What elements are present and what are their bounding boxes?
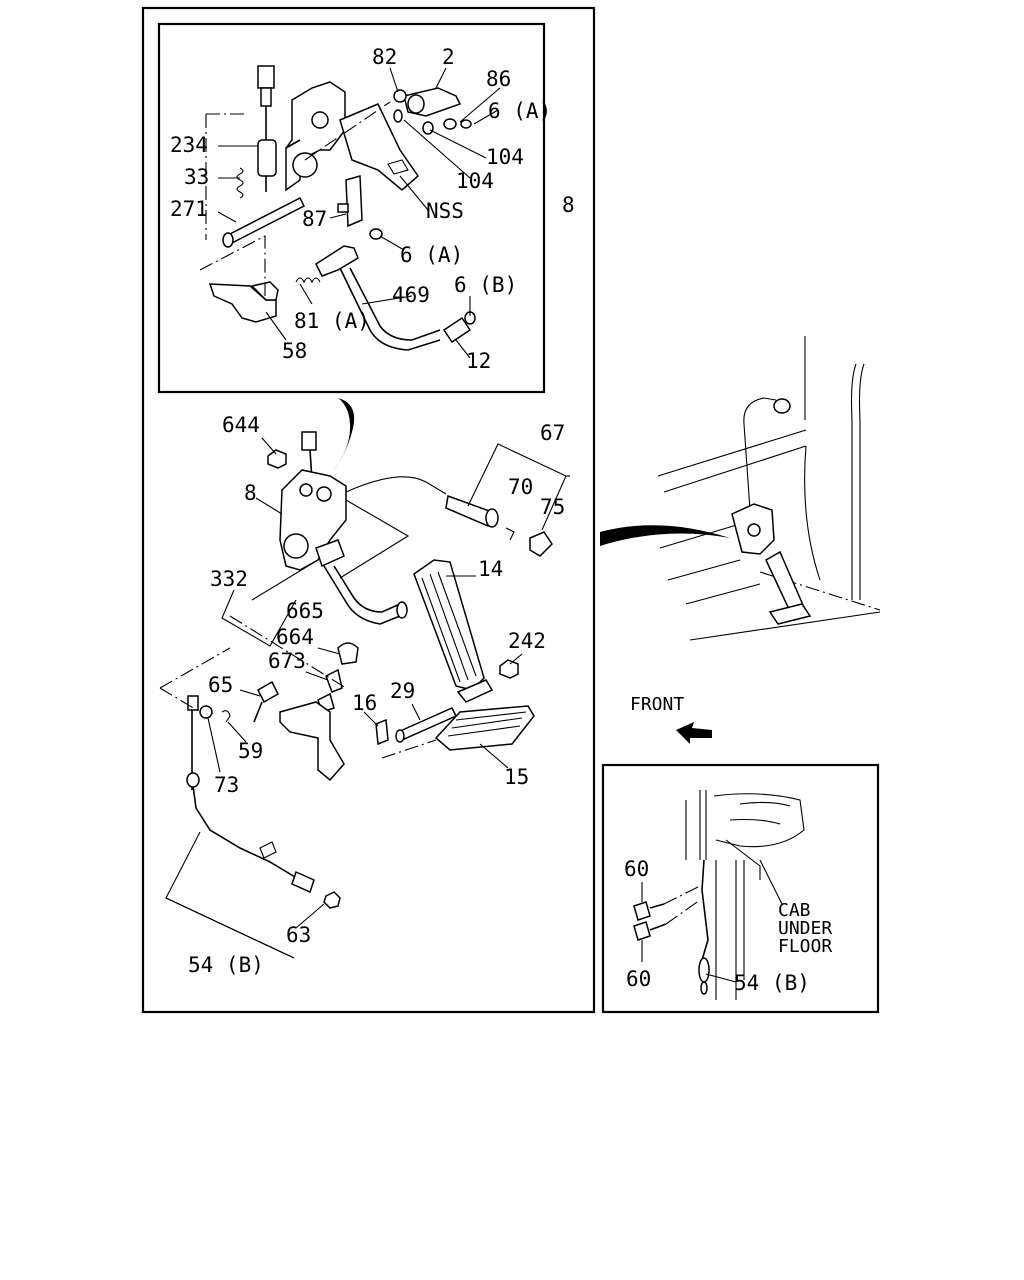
label-469: 469: [392, 283, 430, 307]
label-271: 271: [170, 197, 208, 221]
label-60-a: 60: [624, 857, 649, 881]
label-58: 58: [282, 339, 307, 363]
main-leaders: [165, 437, 570, 959]
label-332: 332: [210, 567, 248, 591]
label-234: 234: [170, 133, 208, 157]
label-8-main: 8: [244, 481, 257, 505]
label-29: 29: [390, 679, 415, 703]
arrow-left-down-icon: [676, 722, 712, 744]
label-63: 63: [286, 923, 311, 947]
inset-parts: [199, 65, 476, 351]
overview-callout-arrow: [600, 525, 730, 546]
main-parts: [159, 431, 567, 909]
label-54b-main: 54 (B): [188, 953, 264, 977]
label-86: 86: [486, 67, 511, 91]
label-82: 82: [372, 45, 397, 69]
label-70: 70: [508, 475, 533, 499]
label-floor: FLOOR: [778, 936, 832, 957]
label-644: 644: [222, 413, 260, 437]
main-frame: [141, 6, 596, 1014]
label-cab: CAB: [778, 900, 811, 921]
label-75: 75: [540, 495, 565, 519]
label-33: 33: [184, 165, 209, 189]
label-242: 242: [508, 629, 546, 653]
inset-frame: [157, 22, 546, 394]
inset-callout-arrow: [334, 398, 355, 470]
label-73: 73: [214, 773, 239, 797]
detail-frame: [601, 763, 880, 1014]
label-12: 12: [466, 349, 491, 373]
label-nss: NSS: [426, 199, 464, 223]
label-6a-mid: 6 (A): [400, 243, 463, 267]
main-labels: 8 644 67 70 75 8 14 332 665 664 673 242 …: [188, 193, 575, 977]
front-label: FRONT: [630, 694, 684, 715]
label-65: 65: [208, 673, 233, 697]
inset-labels: 82 2 86 6 (A) 104 104 NSS 234 33 271 87 …: [170, 45, 551, 373]
label-104-b: 104: [456, 169, 494, 193]
label-6b: 6 (B): [454, 273, 517, 297]
label-60-b: 60: [626, 967, 651, 991]
label-14: 14: [478, 557, 503, 581]
label-59: 59: [238, 739, 263, 763]
cab-overview: [657, 336, 881, 641]
inset-leaders: [217, 67, 501, 359]
label-87: 87: [302, 207, 327, 231]
detail-parts: [633, 790, 805, 1000]
label-16: 16: [352, 691, 377, 715]
label-673: 673: [268, 649, 306, 673]
label-81a: 81 (A): [294, 309, 370, 333]
label-664: 664: [276, 625, 314, 649]
frames: [141, 6, 880, 1014]
label-under: UNDER: [778, 918, 832, 939]
detail-labels: 60 60 CAB UNDER FLOOR 54 (B): [624, 857, 832, 995]
label-2: 2: [442, 45, 455, 69]
label-104-a: 104: [486, 145, 524, 169]
label-15: 15: [504, 765, 529, 789]
overview-labels: FRONT: [630, 694, 684, 715]
label-665: 665: [286, 599, 324, 623]
label-6a-top: 6 (A): [488, 99, 551, 123]
label-54b-detail: 54 (B): [734, 971, 810, 995]
label-8-inset: 8: [562, 193, 575, 217]
label-67: 67: [540, 421, 565, 445]
